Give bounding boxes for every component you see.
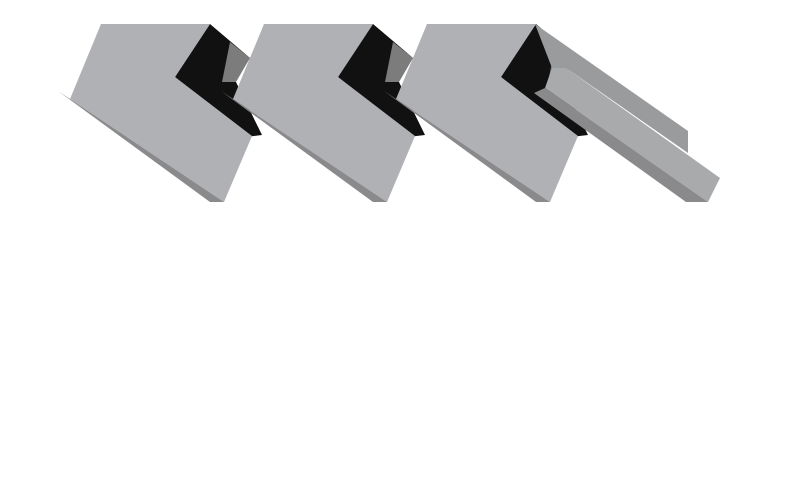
module-1	[58, 24, 262, 202]
module-2	[221, 24, 425, 202]
module-main-face	[233, 24, 415, 202]
tray-lip	[534, 88, 708, 202]
module-main-face	[70, 24, 252, 202]
module-fin	[385, 42, 413, 82]
module-fin	[222, 42, 250, 82]
end-tray	[534, 24, 720, 202]
module-lip	[384, 91, 550, 202]
module-main-face	[396, 24, 578, 202]
tray-top	[535, 24, 688, 153]
module-lip	[221, 91, 387, 202]
tray-face	[545, 68, 720, 202]
module-lip	[58, 91, 224, 202]
